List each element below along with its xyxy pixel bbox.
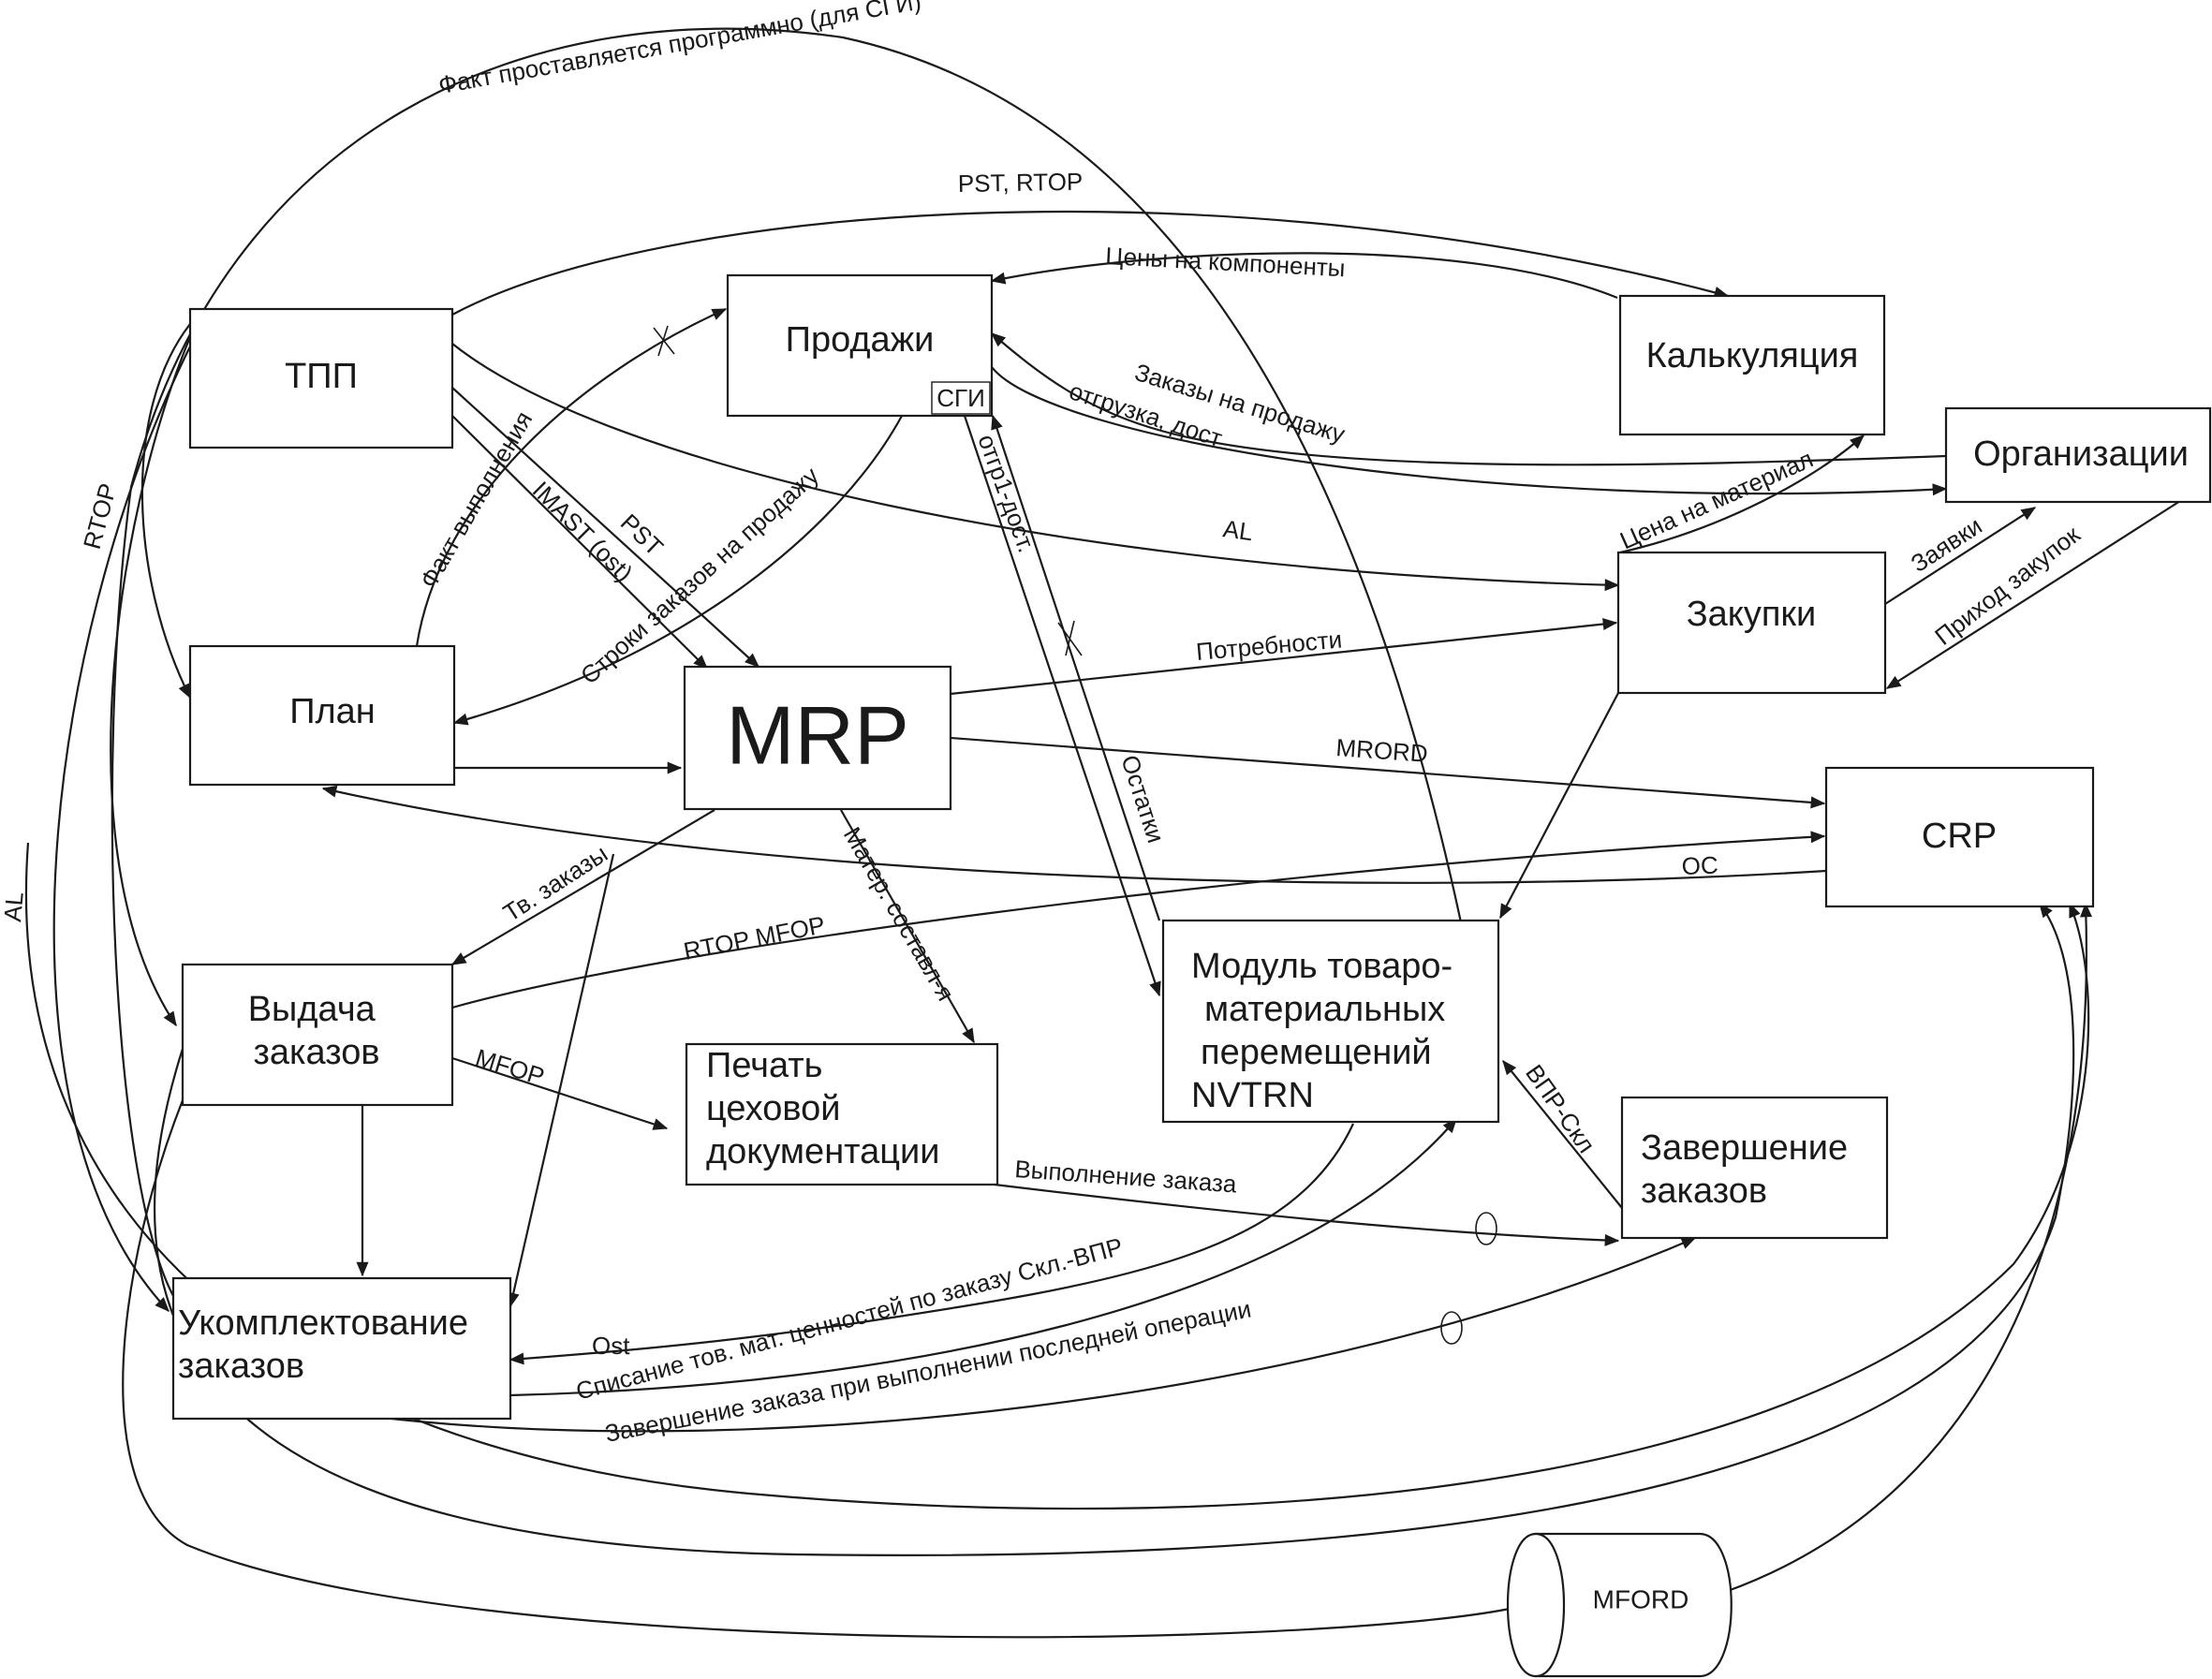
node-mford-label: MFORD <box>1593 1584 1689 1613</box>
node-mrp[interactable]: MRP <box>683 665 952 811</box>
label-zayavki: Заявки <box>1906 511 1987 578</box>
node-tpp[interactable]: ТПП <box>188 307 454 449</box>
cross-mark <box>653 325 675 357</box>
node-zakupki-label: Закупки <box>1687 595 1817 634</box>
label-rtop-mfop: RTOP MFOP <box>681 910 827 965</box>
edge-pst-rtop <box>451 210 1730 316</box>
edge-spisanie <box>509 1118 1457 1397</box>
edge-ostatki <box>991 414 1161 921</box>
label-tv-zakazy: Тв. заказы <box>498 839 612 927</box>
node-kalkulyaciya-label: Калькуляция <box>1646 336 1859 376</box>
edge-fakt-vypolneniya <box>415 307 728 647</box>
label-cena-na-material: Цена на материал <box>1615 445 1817 555</box>
node-organizacii-label: Организации <box>1973 434 2189 474</box>
node-zakupki[interactable]: Закупки <box>1616 551 1887 695</box>
edge-tv-zakazy <box>450 809 715 965</box>
node-sgi-label: СГИ <box>936 384 985 412</box>
edge-tpp-vydacha <box>110 336 192 1027</box>
node-crp-label: CRP <box>1922 817 1997 856</box>
label-pst-rtop: PST, RTOP <box>958 168 1084 198</box>
node-modul[interactable]: Модуль товаро- материальных перемещений … <box>1161 919 1500 1124</box>
label-al: AL <box>1221 514 1255 546</box>
edge-zavershenie-zakaza <box>374 1236 1697 1433</box>
label-fakt-programmno: Факт проставляется программно (для СГИ) <box>436 0 923 99</box>
node-plan[interactable]: План <box>188 644 456 787</box>
edge-zakupki-modul <box>1499 692 1619 920</box>
node-mford-cylinder[interactable]: MFORD <box>1506 1532 1733 1678</box>
edge-mater <box>840 809 975 1044</box>
edge-rtop-plan <box>140 323 191 700</box>
node-ukomplektovanie[interactable]: Укомплектование заказов <box>171 1276 512 1421</box>
edge-vpr-skl <box>1502 1059 1623 1209</box>
ellipse-mark <box>1475 1212 1497 1245</box>
node-tpp-label: ТПП <box>285 357 358 396</box>
edge-rtop-mfop <box>451 831 1826 1009</box>
label-al-left: AL <box>0 891 29 922</box>
label-mrord: MRORD <box>1335 733 1429 768</box>
edge-prihod <box>1885 500 2181 689</box>
node-ukomplektovanie-label: Укомплектование заказов <box>178 1303 479 1386</box>
edge-oc <box>321 785 1827 884</box>
edge-mrord <box>950 736 1826 809</box>
edge-mfop <box>451 1056 669 1130</box>
edge-mrp-ukompl <box>507 853 615 1308</box>
edge-mford-vydacha <box>122 1099 1511 1639</box>
edge-stroki <box>452 415 903 726</box>
node-prodazhi[interactable]: Продажи СГИ <box>726 273 994 418</box>
edge-otgruzka <box>991 366 1948 496</box>
node-kalkulyaciya[interactable]: Калькуляция <box>1618 294 1886 436</box>
node-plan-label: План <box>289 692 376 731</box>
node-organizacii[interactable]: Организации <box>1944 406 2212 504</box>
edge-ost <box>509 1123 1354 1365</box>
edge-potrebnosti <box>950 618 1618 696</box>
edge-al <box>451 343 1620 592</box>
node-mrp-label: MRP <box>726 688 909 781</box>
ellipse-mark <box>1440 1311 1463 1345</box>
edge-ceny <box>990 252 1618 300</box>
edge-pst <box>451 387 759 668</box>
label-rtop-left: RTOP <box>78 480 122 552</box>
edge-vypolnenie <box>994 1183 1620 1246</box>
node-modul-label: Модуль товаро- материальных перемещений … <box>1191 947 1463 1115</box>
node-pechat[interactable]: Печать цеховой документации <box>685 1042 999 1186</box>
edges <box>24 27 2181 1639</box>
edge-imast <box>451 415 708 670</box>
edge-zakazy-na-prodazhu <box>991 332 1947 466</box>
label-mater: Матер. составл-я <box>838 822 960 1006</box>
label-ostatki: Остатки <box>1115 752 1170 847</box>
node-prodazhi-label: Продажи <box>786 320 935 360</box>
node-zavershenie[interactable]: Завершение заказов <box>1620 1096 1889 1240</box>
edge-otgr1 <box>963 415 1161 997</box>
label-oc: ОС <box>1681 851 1718 880</box>
label-otgr1: отгр1-дост. <box>972 431 1040 556</box>
edge-mford-crp <box>1724 902 2093 1594</box>
edge-tpp-ukompl <box>52 346 191 1312</box>
edge-zayavki <box>1884 507 2037 605</box>
node-zavershenie-label: Завершение заказов <box>1641 1128 1858 1211</box>
label-mfop: MFOP <box>472 1043 548 1091</box>
node-vydacha-label: Выдача заказов <box>248 990 386 1072</box>
label-ceny: Цены на компоненты <box>1105 242 1347 282</box>
node-pechat-label: Печать цеховой документации <box>706 1046 940 1171</box>
edge-ukompl-crp <box>24 842 2090 1510</box>
label-ost: Ost <box>592 1332 630 1360</box>
node-crp[interactable]: CRP <box>1824 766 2095 908</box>
edge-fakt-programmno <box>111 27 1463 1312</box>
label-vpr-skl: ВПР-Скл <box>1520 1059 1600 1157</box>
node-vydacha[interactable]: Выдача заказов <box>181 963 454 1107</box>
edge-cena-na-material <box>1619 434 1865 554</box>
cross-mark <box>1057 620 1083 656</box>
